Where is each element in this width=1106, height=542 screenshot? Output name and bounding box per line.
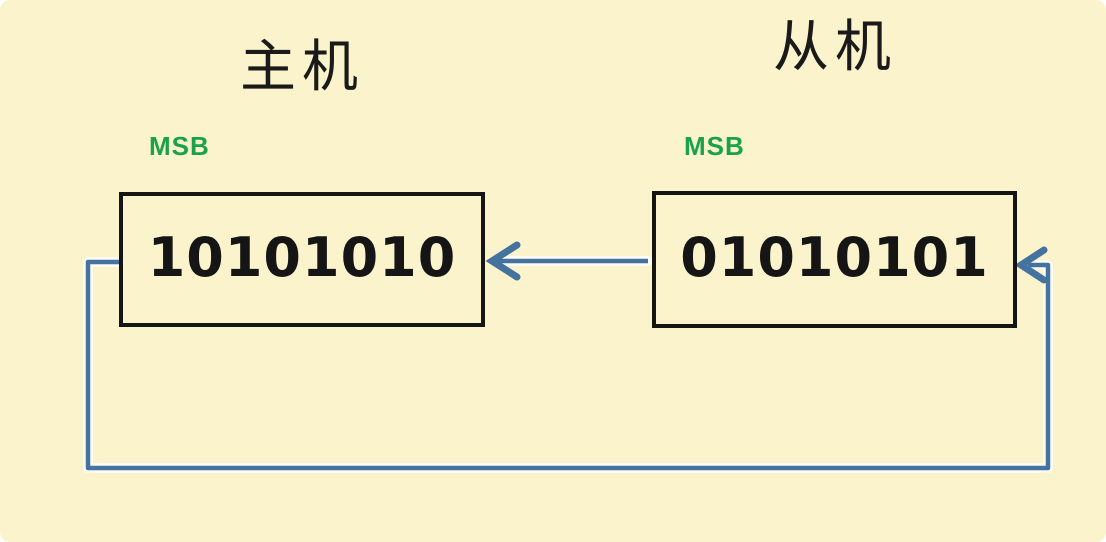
slave-register-bits: 01010101 [680,225,989,289]
loop-wire [85,259,1051,471]
arrowhead-into-master-icon [485,241,521,281]
slave-msb-label: MSB [684,131,745,161]
master-register-bits: 10101010 [147,225,457,289]
master-title: 主机 [240,37,364,99]
master-msb-label: MSB [149,131,210,161]
arrowhead-into-slave-icon [1014,246,1048,284]
master-register-box: 10101010 [119,192,485,327]
slave-title: 从机 [773,17,897,79]
slave-register-box: 01010101 [652,191,1017,328]
